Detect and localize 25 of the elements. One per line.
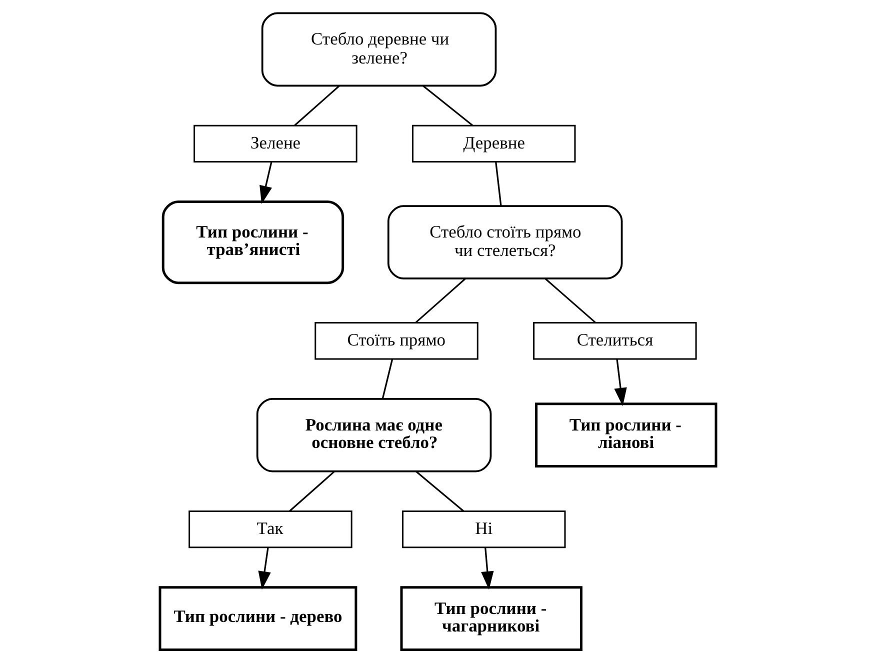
connector [294,85,340,126]
node-box: Деревне [411,124,576,162]
arrow [259,162,272,204]
node-box: Зелене [193,124,357,162]
node-box: Так [188,510,352,548]
node-box: Ні [402,510,566,548]
arrow [614,359,626,406]
connector [288,470,334,512]
arrow [480,548,494,590]
connector [414,278,466,324]
node-box: Стебло стоїть прямо чи стелеться? [386,205,622,280]
node-box: Тип рослини - дерево [158,586,357,651]
connector [415,470,464,512]
connector [381,359,393,399]
connector [422,85,473,126]
node-box: Стебло деревне чи зелене? [260,12,496,87]
connector [494,162,502,206]
node-box: Тип рослини - трав’янисті [161,200,344,284]
arrow [258,548,270,590]
connector [544,278,596,324]
node-box: Тип рослини - чагарникові [400,586,582,651]
node-box: Рослина має одне основне стебло? [256,398,492,472]
node-box: Стелиться [532,322,696,360]
node-box: Тип рослини - ліанові [534,402,717,468]
node-box: Стоїть прямо [314,322,478,360]
